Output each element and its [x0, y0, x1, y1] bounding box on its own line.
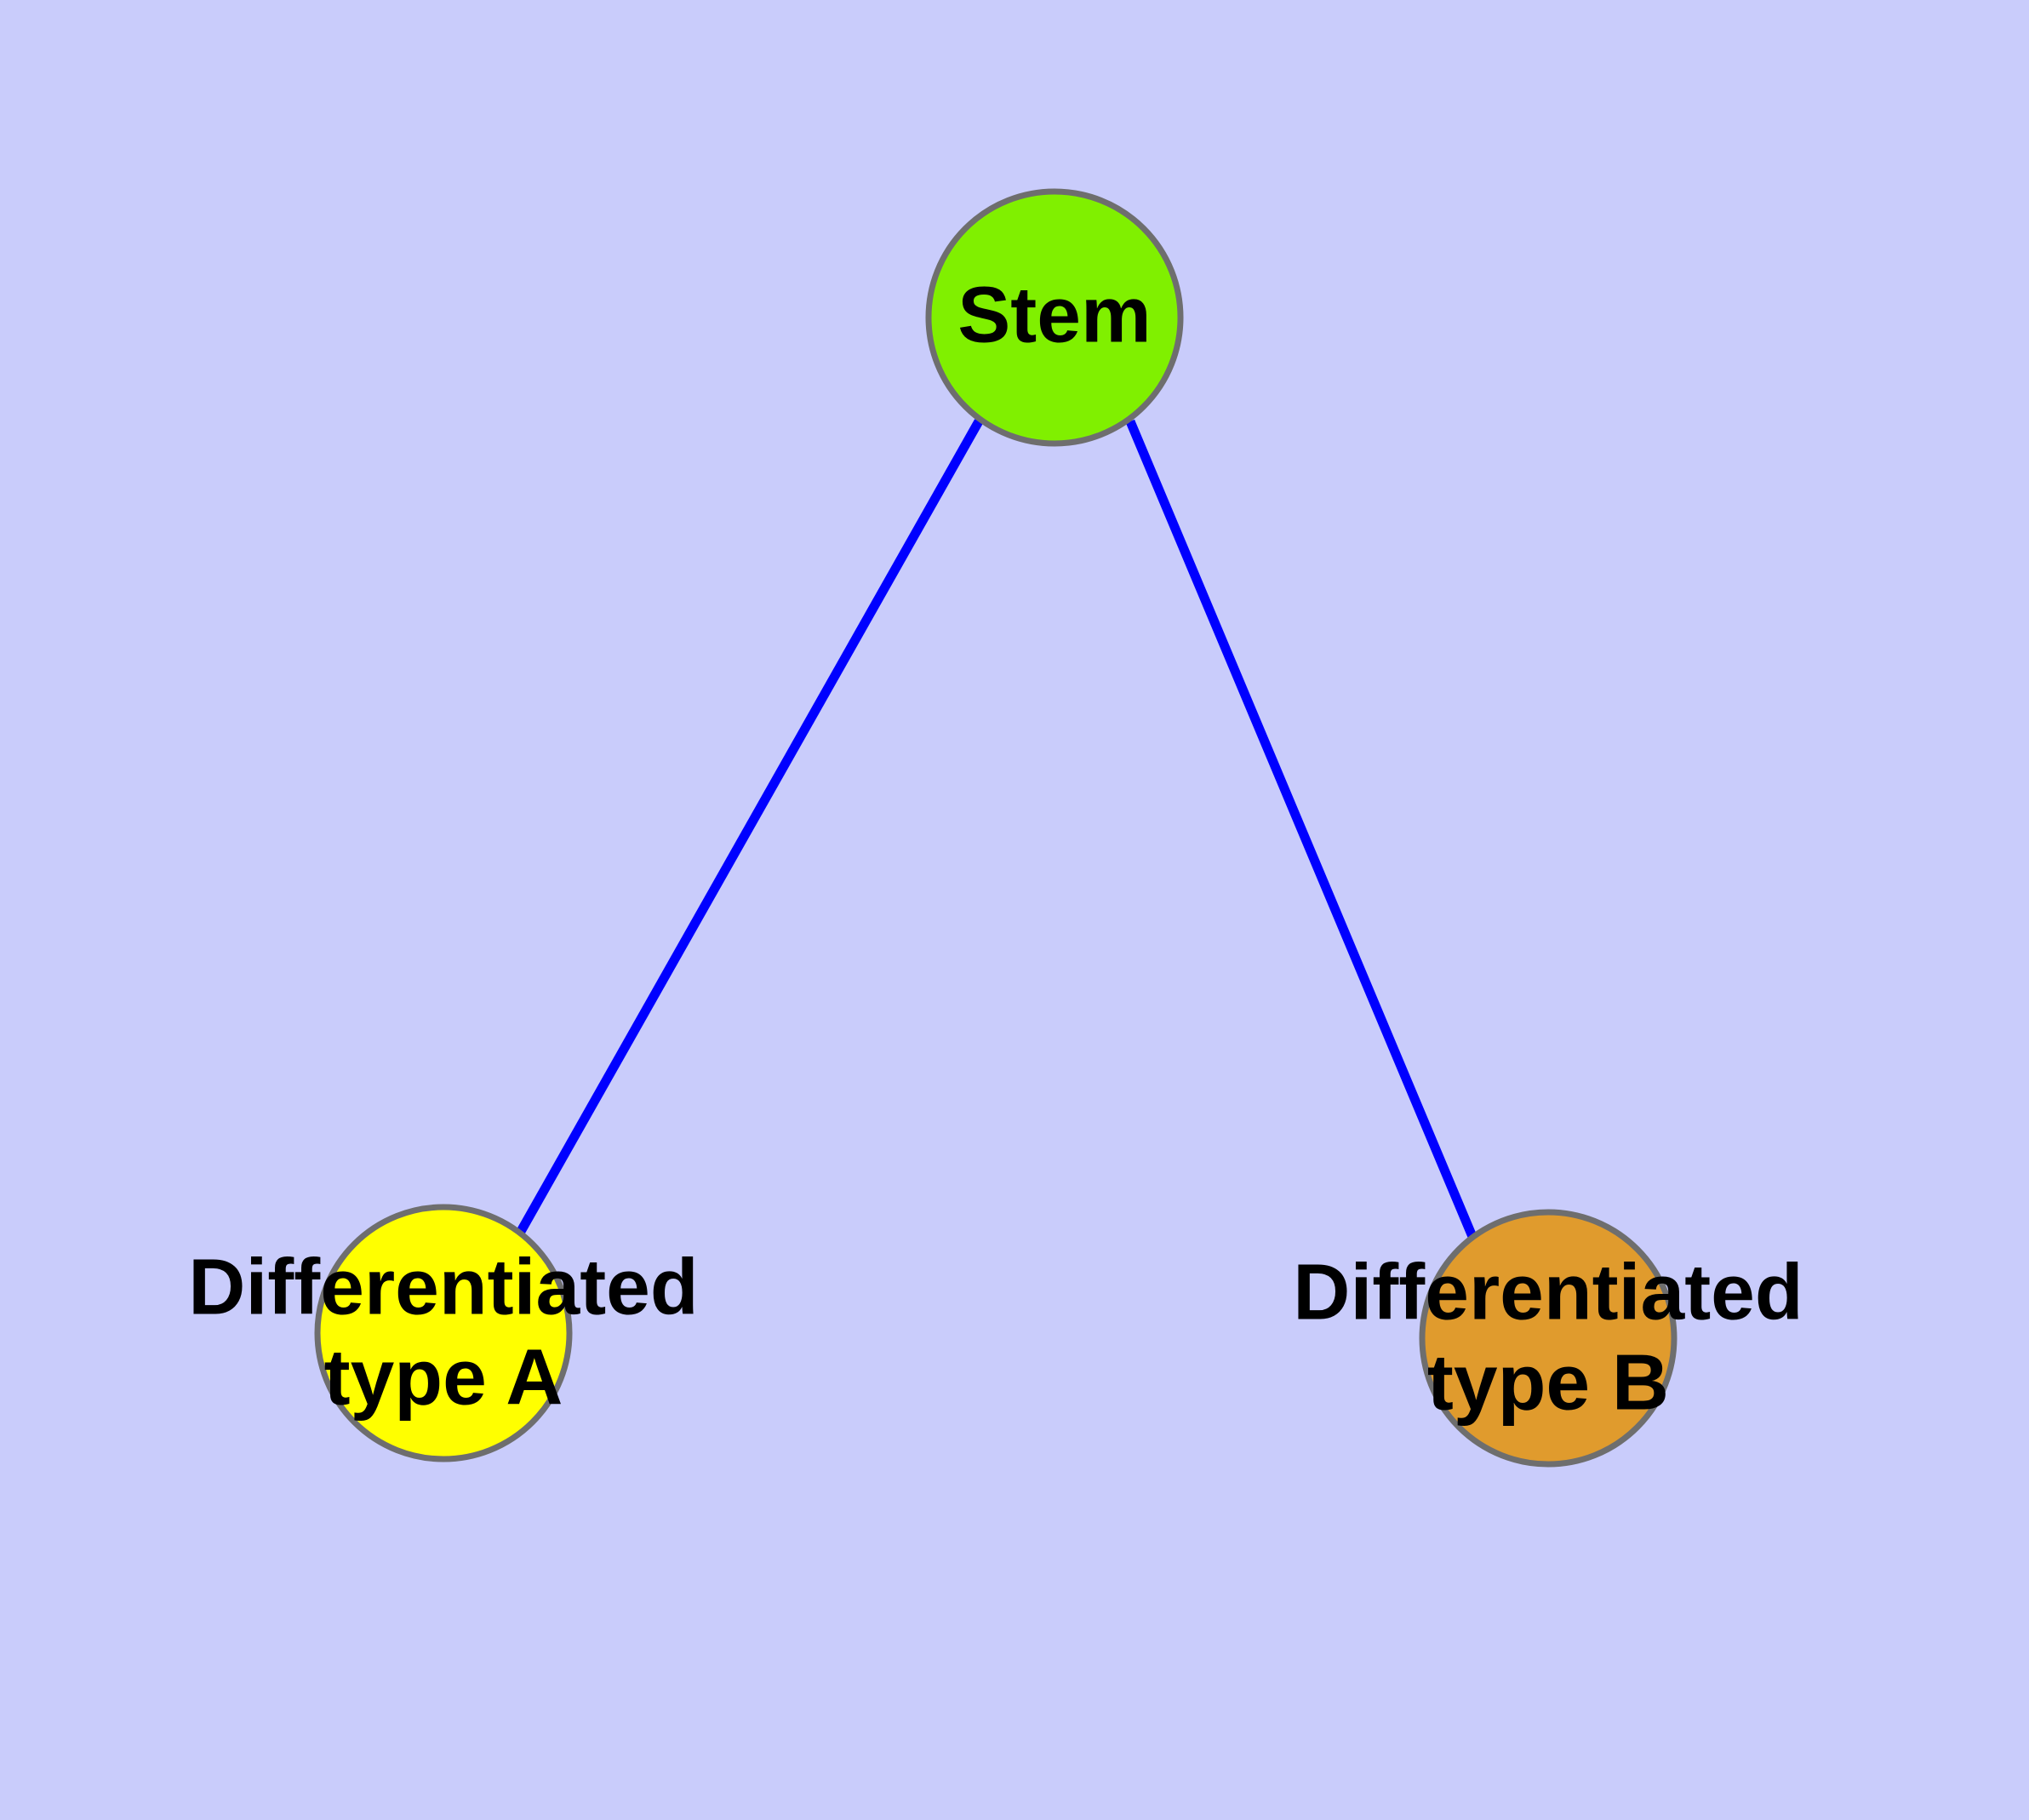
- node-differentiated-type-a-label-line2: type A: [324, 1333, 563, 1422]
- node-stem-circle[interactable]: [925, 188, 1184, 447]
- node-differentiated-type-b-label-line2: type B: [1427, 1338, 1669, 1427]
- node-stem-label: Stem: [957, 271, 1151, 359]
- node-differentiated-type-a-circle[interactable]: [314, 1204, 573, 1462]
- node-differentiated-type-b-circle[interactable]: [1419, 1209, 1677, 1468]
- edge-layer: [515, 419, 1478, 1241]
- node-differentiated-type-a[interactable]: Differentiated type A: [188, 1204, 699, 1462]
- node-stem[interactable]: Stem: [925, 188, 1184, 447]
- node-differentiated-type-a-label-line1: Differentiated: [188, 1243, 698, 1331]
- edge-stem-to-differentiated-type-a: [515, 419, 983, 1237]
- node-differentiated-type-b-label-line1: Differentiated: [1293, 1248, 1803, 1336]
- node-layer: Stem Differentiated type A Differentiate…: [188, 188, 1803, 1468]
- node-differentiated-type-b[interactable]: Differentiated type B: [1293, 1209, 1803, 1468]
- edge-stem-to-differentiated-type-b: [1125, 419, 1478, 1241]
